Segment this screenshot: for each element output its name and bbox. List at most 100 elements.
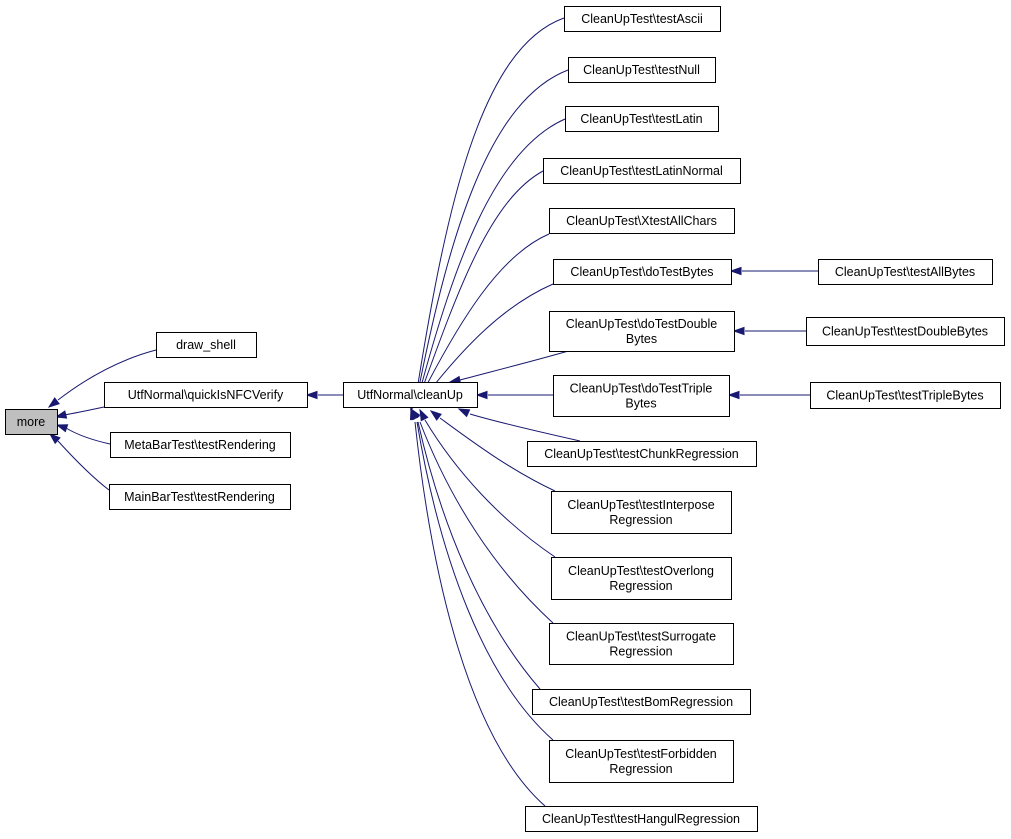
node-label: CleanUpTest\testForbidden	[565, 747, 717, 761]
node-label: CleanUpTest\testAscii	[581, 12, 703, 26]
edge-line	[416, 17, 565, 391]
edge-line	[414, 421, 546, 807]
edge-test_hangul_regression-to-clean_up	[409, 407, 546, 807]
edge-arrowhead	[409, 407, 419, 421]
edge-line	[416, 421, 554, 741]
edge-line	[459, 349, 573, 381]
node-box	[565, 106, 719, 132]
edge-do_test_triple_bytes-to-clean_up	[475, 390, 553, 400]
node-label: CleanUpTest\testChunkRegression	[544, 447, 739, 461]
edge-test_ascii-to-clean_up	[410, 17, 565, 411]
edge-arrowhead	[47, 397, 60, 408]
node-label: CleanUpTest\testSurrogate	[566, 630, 716, 644]
node-label: UtfNormal\quickIsNFCVerify	[128, 388, 284, 402]
edge-arrowhead	[48, 433, 61, 445]
node-quick-is-nfc-verify[interactable]: UtfNormal\quickIsNFCVerify	[104, 382, 308, 408]
node-metabar-test-rendering[interactable]: MetaBarTest\testRendering	[110, 432, 291, 458]
edge-test_double_bytes-to-do_test_double_bytes	[732, 326, 806, 336]
edge-draw_shell-to-more	[47, 349, 157, 408]
node-label: MetaBarTest\testRendering	[124, 438, 276, 452]
edge-arrowhead	[732, 326, 745, 336]
edge-line	[419, 170, 544, 396]
node-test-all-bytes[interactable]: CleanUpTest\testAllBytes	[818, 259, 993, 285]
edge-test_latin_normal-to-clean_up	[410, 170, 544, 411]
node-box	[532, 689, 751, 715]
node-label: CleanUpTest\doTestDouble	[566, 317, 718, 331]
edge-line	[423, 283, 554, 399]
node-test-latin-normal[interactable]: CleanUpTest\testLatinNormal	[543, 158, 741, 184]
node-label: CleanUpTest\doTestTriple	[570, 382, 713, 396]
edge-mainbar_test_rendering-to-more	[48, 433, 110, 491]
edge-line	[417, 69, 569, 393]
node-label: Bytes	[626, 332, 657, 346]
node-box	[549, 311, 735, 352]
edge-arrowhead	[305, 390, 318, 400]
node-test-latin[interactable]: CleanUpTest\testLatin	[565, 106, 719, 132]
edge-line	[65, 427, 111, 445]
node-box	[5, 409, 58, 435]
node-box	[551, 491, 732, 534]
node-box	[549, 623, 734, 665]
node-box	[110, 432, 291, 458]
edge-quick_is_nfc_verify-to-more	[54, 406, 105, 419]
edge-line	[418, 118, 566, 395]
node-label: CleanUpTest\testTripleBytes	[826, 389, 983, 403]
node-label: Bytes	[625, 397, 656, 411]
edge-test_triple_bytes-to-do_test_triple_bytes	[727, 390, 810, 400]
node-test-ascii[interactable]: CleanUpTest\testAscii	[564, 6, 721, 32]
edge-test_interpose_regression-to-clean_up	[429, 410, 556, 492]
node-test-null[interactable]: CleanUpTest\testNull	[568, 57, 716, 83]
edge-line	[57, 349, 157, 401]
node-more[interactable]: more	[5, 409, 58, 435]
node-box	[810, 382, 1001, 409]
node-draw-shell[interactable]: draw_shell	[156, 332, 257, 358]
node-label: CleanUpTest\testLatinNormal	[560, 164, 723, 178]
node-label: CleanUpTest\testInterpose	[567, 498, 714, 512]
edge-line	[419, 421, 554, 624]
edge-line	[417, 421, 541, 690]
node-label: more	[17, 415, 46, 429]
node-label: CleanUpTest\testOverlong	[568, 564, 714, 578]
node-box	[104, 382, 308, 408]
edge-line	[424, 419, 556, 558]
node-mainbar-test-rendering[interactable]: MainBarTest\testRendering	[109, 484, 291, 510]
edge-arrowhead	[429, 410, 442, 421]
node-box	[818, 259, 993, 285]
call-nodes: more draw_shellUtfNormal\quickIsNFCVerify…	[5, 6, 1005, 832]
node-label: UtfNormal\cleanUp	[357, 388, 463, 402]
node-xtest-all-chars[interactable]: CleanUpTest\XtestAllChars	[549, 208, 735, 234]
edge-test_latin-to-clean_up	[410, 118, 566, 411]
node-test-double-bytes[interactable]: CleanUpTest\testDoubleBytes	[806, 317, 1005, 346]
edge-arrowhead	[419, 408, 429, 422]
node-label: CleanUpTest\doTestBytes	[570, 265, 713, 279]
node-do-test-bytes[interactable]: CleanUpTest\doTestBytes	[553, 259, 732, 285]
edge-test_all_bytes-to-do_test_bytes	[729, 266, 818, 276]
node-box	[553, 375, 730, 417]
node-label: CleanUpTest\testLatin	[580, 112, 702, 126]
edge-line	[439, 417, 556, 492]
edge-metabar_test_rendering-to-more	[55, 424, 111, 445]
edge-test_chunk_regression-to-clean_up	[457, 408, 581, 442]
node-test-triple-bytes[interactable]: CleanUpTest\testTripleBytes	[810, 382, 1001, 409]
node-test-hangul-regression[interactable]: CleanUpTest\testHangulRegression	[525, 806, 758, 832]
node-label: CleanUpTest\XtestAllChars	[566, 214, 717, 228]
node-label: CleanUpTest\testHangulRegression	[542, 812, 740, 826]
node-box	[543, 158, 741, 184]
edge-line	[57, 440, 110, 491]
node-clean-up[interactable]: UtfNormal\cleanUp	[343, 382, 478, 408]
node-label: CleanUpTest\testDoubleBytes	[822, 325, 988, 339]
edge-test_overlong_regression-to-clean_up	[419, 408, 556, 558]
node-box	[806, 317, 1005, 346]
node-box	[525, 806, 758, 832]
edge-clean_up-to-quick_is_nfc_verify	[305, 390, 343, 400]
node-test-chunk-regression[interactable]: CleanUpTest\testChunkRegression	[527, 441, 757, 467]
node-test-bom-regression[interactable]: CleanUpTest\testBomRegression	[532, 689, 751, 715]
node-label: CleanUpTest\testNull	[583, 63, 700, 77]
